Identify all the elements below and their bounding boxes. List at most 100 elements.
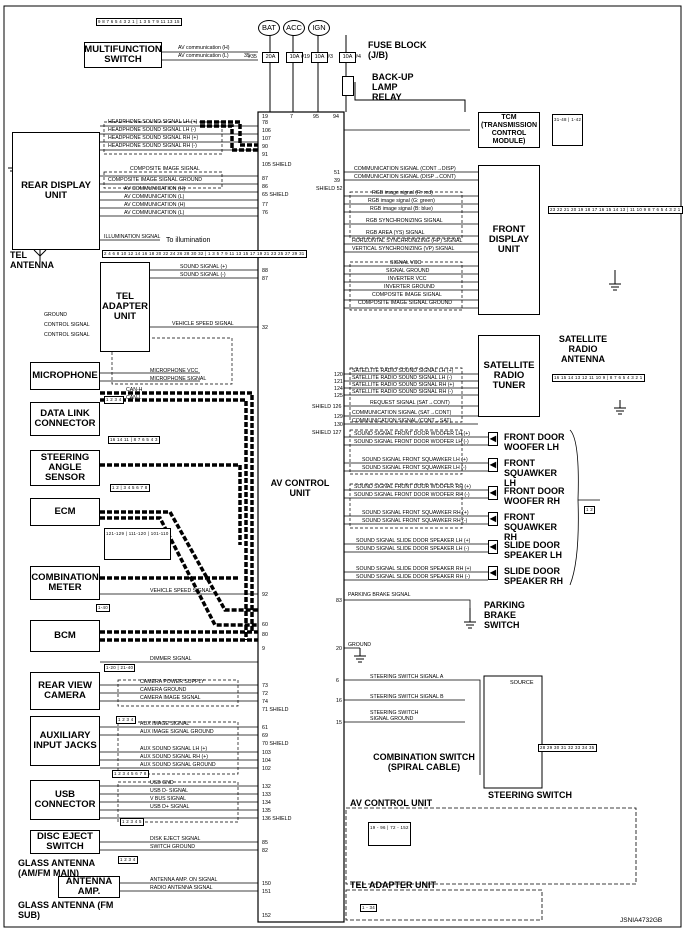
signal-label: ANTENNA AMP. ON SIGNAL [150, 877, 218, 883]
microphone: MICROPHONE [30, 362, 100, 390]
signal-label: RADIO ANTENNA SIGNAL [150, 885, 213, 891]
av-pin: 106 [262, 128, 271, 134]
signal-label: SOUND SIGNAL (-) [180, 272, 226, 278]
av-pin: 9 [262, 646, 265, 652]
diagram-code: JSNIA4732GB [620, 917, 663, 924]
front-door-woofer-rh: FRONT DOOR WOOFER RH [504, 486, 565, 506]
av-pin: 133 [262, 792, 271, 798]
signal-label: CAN-L [126, 395, 142, 401]
av-pin: 72 [262, 691, 268, 697]
av-pin: 78 [262, 120, 268, 126]
tel-panel-title: TEL ADAPTER UNIT [350, 880, 437, 890]
av-pin: 35 [244, 53, 250, 59]
av-pin: 82 [262, 848, 268, 854]
av-pin: 15 [336, 720, 342, 726]
signal-label: SIGNAL VCC [390, 260, 422, 266]
signal-label: SOUND SIGNAL FRONT SQUAWKER RH (-) [362, 518, 468, 524]
signal-label: CONTROL SIGNAL [44, 322, 90, 328]
signal-label: SOUND SIGNAL FRONT DOOR WOOFER RH (+) [354, 484, 471, 490]
speaker-icon: ◀ [488, 566, 498, 580]
signal-label: AUX SOUND SIGNAL LH (+) [140, 746, 208, 752]
signal-label: AV COMMUNICATION (L) [124, 194, 185, 200]
av-panel-title: AV CONTROL UNIT [350, 798, 433, 808]
av-pin: SHIELD 126 [312, 404, 342, 410]
av-pin: 121 [334, 379, 343, 385]
signal-label: SIGNAL GROUND [386, 268, 430, 274]
signal-label: SOUND SIGNAL FRONT DOOR WOOFER RH (-) [354, 492, 470, 498]
signal-label: INVERTER GROUND [384, 284, 435, 290]
av-pin: 104 [262, 758, 271, 764]
signal-label: ILLUMINATION SIGNAL [104, 234, 161, 240]
signal-label: COMPOSITE IMAGE SIGNAL [372, 292, 442, 298]
connector-camera: 1 2 3 4 [116, 716, 136, 724]
fuse-number: #3 [327, 54, 333, 60]
speaker-icon: ◀ [488, 486, 498, 500]
signal-label: VEHICLE SPEED SIGNAL [150, 588, 212, 594]
signal-label: STEERING SWITCH SIGNAL A [370, 674, 444, 680]
av-pin: 32 [262, 325, 268, 331]
signal-label: SOUND SIGNAL SLIDE DOOR SPEAKER RH (+) [356, 566, 472, 572]
av-pin: 39 [334, 178, 340, 184]
tel-antenna-symbol [33, 249, 47, 262]
av-pin: 91 [262, 152, 268, 158]
av-pin: 85 [262, 840, 268, 846]
front-display-unit: FRONT DISPLAY UNIT [478, 165, 540, 315]
signal-label: SOUND SIGNAL FRONT SQUAWKER RH (+) [362, 510, 469, 516]
signal-label: AUX IMAGE SIGNAL GROUND [140, 729, 214, 735]
multifunction-switch: MULTIFUNCTION SWITCH [84, 42, 162, 68]
front-squawker-rh: FRONT SQUAWKER RH [504, 512, 558, 542]
signal-label: AV communication (L) [178, 53, 229, 59]
tcm: TCM (TRANSMISSION CONTROL MODULE) [478, 112, 540, 148]
front-door-woofer-lh: FRONT DOOR WOOFER LH [504, 432, 565, 452]
connector-aux: 1 2 3 4 5 6 7 8 [112, 770, 149, 778]
signal-label: RGB image signal (R: red) [372, 190, 433, 196]
signal-label: SOUND SIGNAL SLIDE DOOR SPEAKER LH (-) [356, 546, 470, 552]
av-pin: 74 [262, 699, 268, 705]
signal-label: RGB SYNCHRONIZING SIGNAL [366, 218, 443, 224]
connector-multifunction: 9 8 7 6 5 4 3 2 1 | 1 3 5 7 9 11 13 15 [96, 18, 182, 26]
av-pin: 136 SHIELD [262, 816, 292, 822]
signal-label: SATELLITE RADIO SOUND SIGNAL RH (-) [352, 389, 453, 395]
av-pin: 70 SHIELD [262, 741, 289, 747]
signal-label: CAN-H [126, 387, 143, 393]
av-pin: 124 [334, 386, 343, 392]
fuse-number: #19 [301, 54, 310, 60]
bcm: BCM [30, 620, 100, 652]
av-pin: 86 [262, 184, 268, 190]
bat-source: BAT [258, 20, 280, 36]
av-pin: 6 [336, 678, 339, 684]
signal-label: CAMERA IMAGE SIGNAL [140, 695, 201, 701]
av-pin: 102 [262, 766, 271, 772]
av-pin: 92 [262, 592, 268, 598]
ign-source: IGN [308, 20, 330, 36]
av-pin: 152 [262, 913, 271, 919]
page-border [3, 5, 682, 928]
connector-dlc: 16 14 11 | 8 7 6 5 4 3 [108, 436, 160, 444]
speaker-icon: ◀ [488, 540, 498, 554]
signal-label: AV COMMUNICATION (H) [124, 202, 186, 208]
backup-lamp-relay [342, 76, 354, 96]
connector-rear-display: 2 4 6 8 10 12 14 16 18 20 22 24 26 28 30… [102, 250, 307, 258]
slide-door-speaker-rh: SLIDE DOOR SPEAKER RH [504, 566, 564, 586]
connector-av-panel: 19 - 96 | 72 - 152 [368, 822, 411, 846]
av-pin: 60 [262, 622, 268, 628]
signal-label: HEADPHONE SOUND SIGNAL LH (+) [108, 119, 198, 125]
signal-label: USB GND [150, 780, 174, 786]
signal-label: USB D- SIGNAL [150, 788, 189, 794]
connector-tel-adapter: 1 2 3 4 [104, 396, 124, 404]
backup-lamp-relay-label: BACK-UP LAMP RELAY [372, 72, 414, 102]
ecm: ECM [30, 498, 100, 526]
signal-label: HORIZONTAL SYNCHRONIZING (HP) SIGNAL [352, 238, 463, 244]
av-pin: 77 [262, 202, 268, 208]
acc-source: ACC [283, 20, 305, 36]
signal-label: HEADPHONE SOUND SIGNAL RH (+) [108, 135, 199, 141]
av-pin: 129 [334, 414, 343, 420]
signal-label: USB D+ SIGNAL [150, 804, 190, 810]
disc-eject-switch: DISC EJECT SWITCH [30, 830, 100, 854]
data-link-connector: DATA LINK CONNECTOR [30, 402, 100, 436]
av-pin: 130 [334, 422, 343, 428]
front-squawker-lh: FRONT SQUAWKER LH [504, 458, 558, 488]
signal-label: HEADPHONE SOUND SIGNAL LH (-) [108, 127, 197, 133]
signal-label: SATELLITE RADIO SOUND SIGNAL LH (-) [352, 375, 453, 381]
